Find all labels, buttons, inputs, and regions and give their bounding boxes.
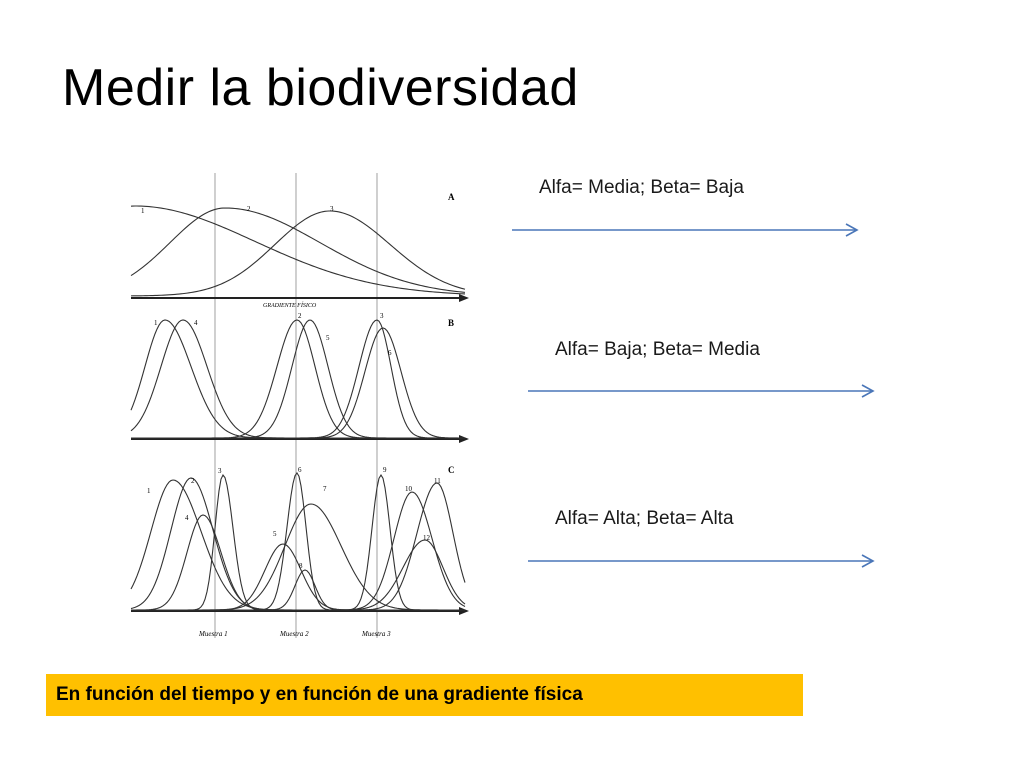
footer-text: En función del tiempo y en función de un…: [56, 684, 583, 705]
arrow-2: [528, 384, 875, 398]
curve-c-2: [130, 477, 465, 611]
curve-c-7: [131, 503, 465, 611]
panel-letter-a: A: [448, 192, 455, 202]
curve-c-10: [131, 491, 466, 611]
species-label-b-3: 3: [380, 312, 384, 320]
curve-c-1: [130, 479, 465, 611]
gradient-axis-label: GRADIENTE FÍSICO: [263, 301, 317, 309]
species-label-c-2: 2: [191, 477, 195, 485]
curve-c-8: [131, 569, 465, 611]
species-label-c-3: 3: [218, 467, 222, 475]
species-label-c-10: 10: [405, 485, 413, 493]
panel-a-axis-arrowhead: [459, 294, 469, 302]
panel-c-axis-arrowhead: [459, 607, 469, 615]
annotation-2: Alfa= Baja; Beta= Media: [555, 339, 760, 360]
curve-b-2: [131, 319, 465, 439]
species-label-c-12: 12: [423, 534, 431, 542]
species-label-b-6: 6: [388, 349, 392, 357]
arrow-1: [512, 223, 859, 237]
slide-title: Medir la biodiversidad: [62, 59, 579, 117]
curve-a-2: [130, 207, 466, 293]
sample-label-3: Muestra 3: [361, 630, 391, 638]
curve-a-3: [130, 210, 466, 297]
annotation-1: Alfa= Media; Beta= Baja: [539, 177, 744, 198]
species-label-b-1: 1: [154, 319, 158, 327]
species-label-c-7: 7: [323, 485, 327, 493]
species-label-a-2: 2: [247, 205, 251, 213]
species-label-b-4: 4: [194, 319, 198, 327]
species-label-c-11: 11: [434, 477, 441, 485]
species-label-c-5: 5: [273, 530, 277, 538]
species-label-a-3: 3: [330, 205, 334, 213]
curve-b-6: [131, 327, 466, 439]
curve-b-4: [130, 319, 465, 439]
species-label-c-8: 8: [299, 562, 303, 570]
annotation-3: Alfa= Alta; Beta= Alta: [555, 508, 734, 529]
curve-c-5: [131, 543, 465, 611]
species-label-a-1: 1: [141, 207, 145, 215]
species-label-c-6: 6: [298, 466, 302, 474]
arrow-3: [528, 554, 875, 568]
footer-highlight-box: En función del tiempo y en función de un…: [46, 674, 803, 716]
curve-c-12: [131, 539, 466, 611]
species-label-c-1: 1: [147, 487, 151, 495]
curve-b-5: [131, 319, 465, 439]
species-label-b-2: 2: [298, 312, 302, 320]
panel-letter-b: B: [448, 318, 454, 328]
species-label-b-5: 5: [326, 334, 330, 342]
sample-label-2: Muestra 2: [279, 630, 309, 638]
sample-label-1: Muestra 1: [198, 630, 228, 638]
species-gradient-figure: A B C GRADIENTE FÍSICO 1 2 3 1 4 2 5 3 6…: [125, 168, 475, 648]
species-label-c-9: 9: [383, 466, 387, 474]
species-label-c-4: 4: [185, 514, 189, 522]
species-curves-svg: A B C GRADIENTE FÍSICO 1 2 3 1 4 2 5 3 6…: [130, 173, 469, 638]
panel-letter-c: C: [448, 465, 455, 475]
curve-a-1: [130, 205, 466, 295]
panel-b-axis-arrowhead: [459, 435, 469, 443]
curve-b-3: [131, 319, 465, 439]
curve-b-1: [130, 319, 465, 439]
